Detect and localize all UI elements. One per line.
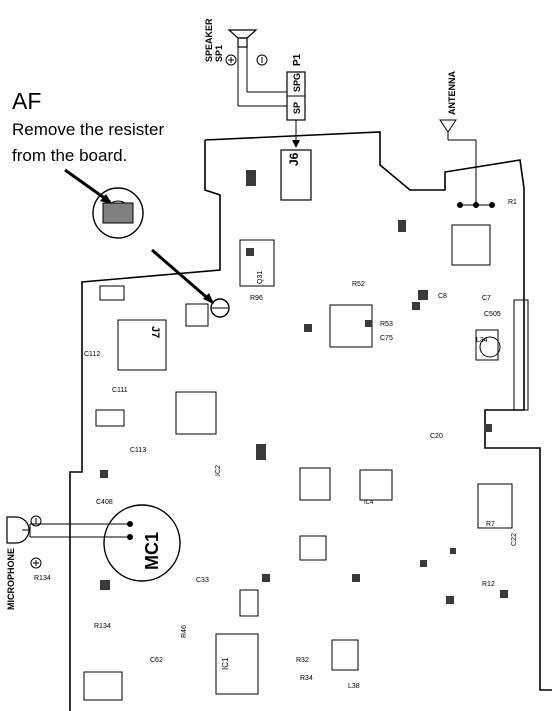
c7-label: C7 (482, 295, 491, 302)
l34-label: L34 (476, 337, 488, 344)
c8-label: C8 (438, 293, 447, 300)
r52-label: R52 (352, 281, 365, 288)
small-parts (100, 170, 508, 604)
pointer-arrows (64, 168, 214, 304)
r46-label: R46 (181, 625, 188, 638)
components (83, 224, 529, 701)
sp-label: SP (292, 102, 302, 114)
r53-label: R53 (380, 321, 393, 328)
r34-label: R34 (300, 675, 313, 682)
c22-label: C22 (511, 533, 518, 546)
speaker-icon (225, 29, 287, 107)
mc1-microphone-capsule (103, 504, 181, 582)
af-title: AF (12, 88, 42, 114)
r1-label: R1 (508, 199, 517, 206)
c113-label: C113 (130, 447, 146, 454)
spg-label: SPG (292, 73, 302, 92)
c62-label: C62 (150, 657, 163, 664)
r12-label: R12 (482, 581, 495, 588)
microphone-label: MICROPHONE (6, 548, 16, 610)
p1-connector (286, 71, 306, 148)
board-outline-left (69, 140, 221, 711)
af-instruction-line-2: from the board. (12, 146, 128, 165)
mc1-label: MC1 (142, 532, 162, 570)
r32-label: R32 (296, 657, 309, 664)
antenna-label: ANTENNA (447, 71, 457, 115)
microphone-icon (6, 515, 133, 569)
antenna-icon (439, 119, 495, 208)
l38-label: L38 (348, 683, 360, 690)
af-resistor-magnifier (92, 187, 144, 239)
r7-label: R7 (486, 521, 495, 528)
c20-label: C20 (430, 433, 443, 440)
j6-label: J6 (287, 152, 301, 166)
ic2-label: IC2 (215, 465, 222, 476)
r134b-label: R134 (94, 623, 111, 630)
p1-label: P1 (292, 53, 303, 66)
speaker-label: SPEAKER (204, 18, 214, 62)
c75-label: C75 (380, 335, 393, 342)
c408-label: C408 (96, 499, 113, 506)
r96-label: R96 (250, 295, 263, 302)
c112-label: C112 (84, 351, 100, 358)
c111-label: C111 (112, 387, 128, 394)
c33-label: C33 (196, 577, 209, 584)
ic4-label: IC4 (364, 500, 374, 506)
ic1-label: IC1 (221, 657, 230, 670)
q31-label: Q31 (257, 271, 264, 284)
c505-label: C505 (484, 311, 501, 318)
af-instruction-line-1: Remove the resister (12, 120, 165, 139)
sp1-label: SP1 (214, 45, 224, 62)
j7-label: J7 (149, 326, 161, 338)
target-resistor (210, 298, 230, 318)
j6-connector (280, 149, 312, 201)
board-outline (204, 131, 552, 691)
r134-label: R134 (34, 575, 51, 582)
